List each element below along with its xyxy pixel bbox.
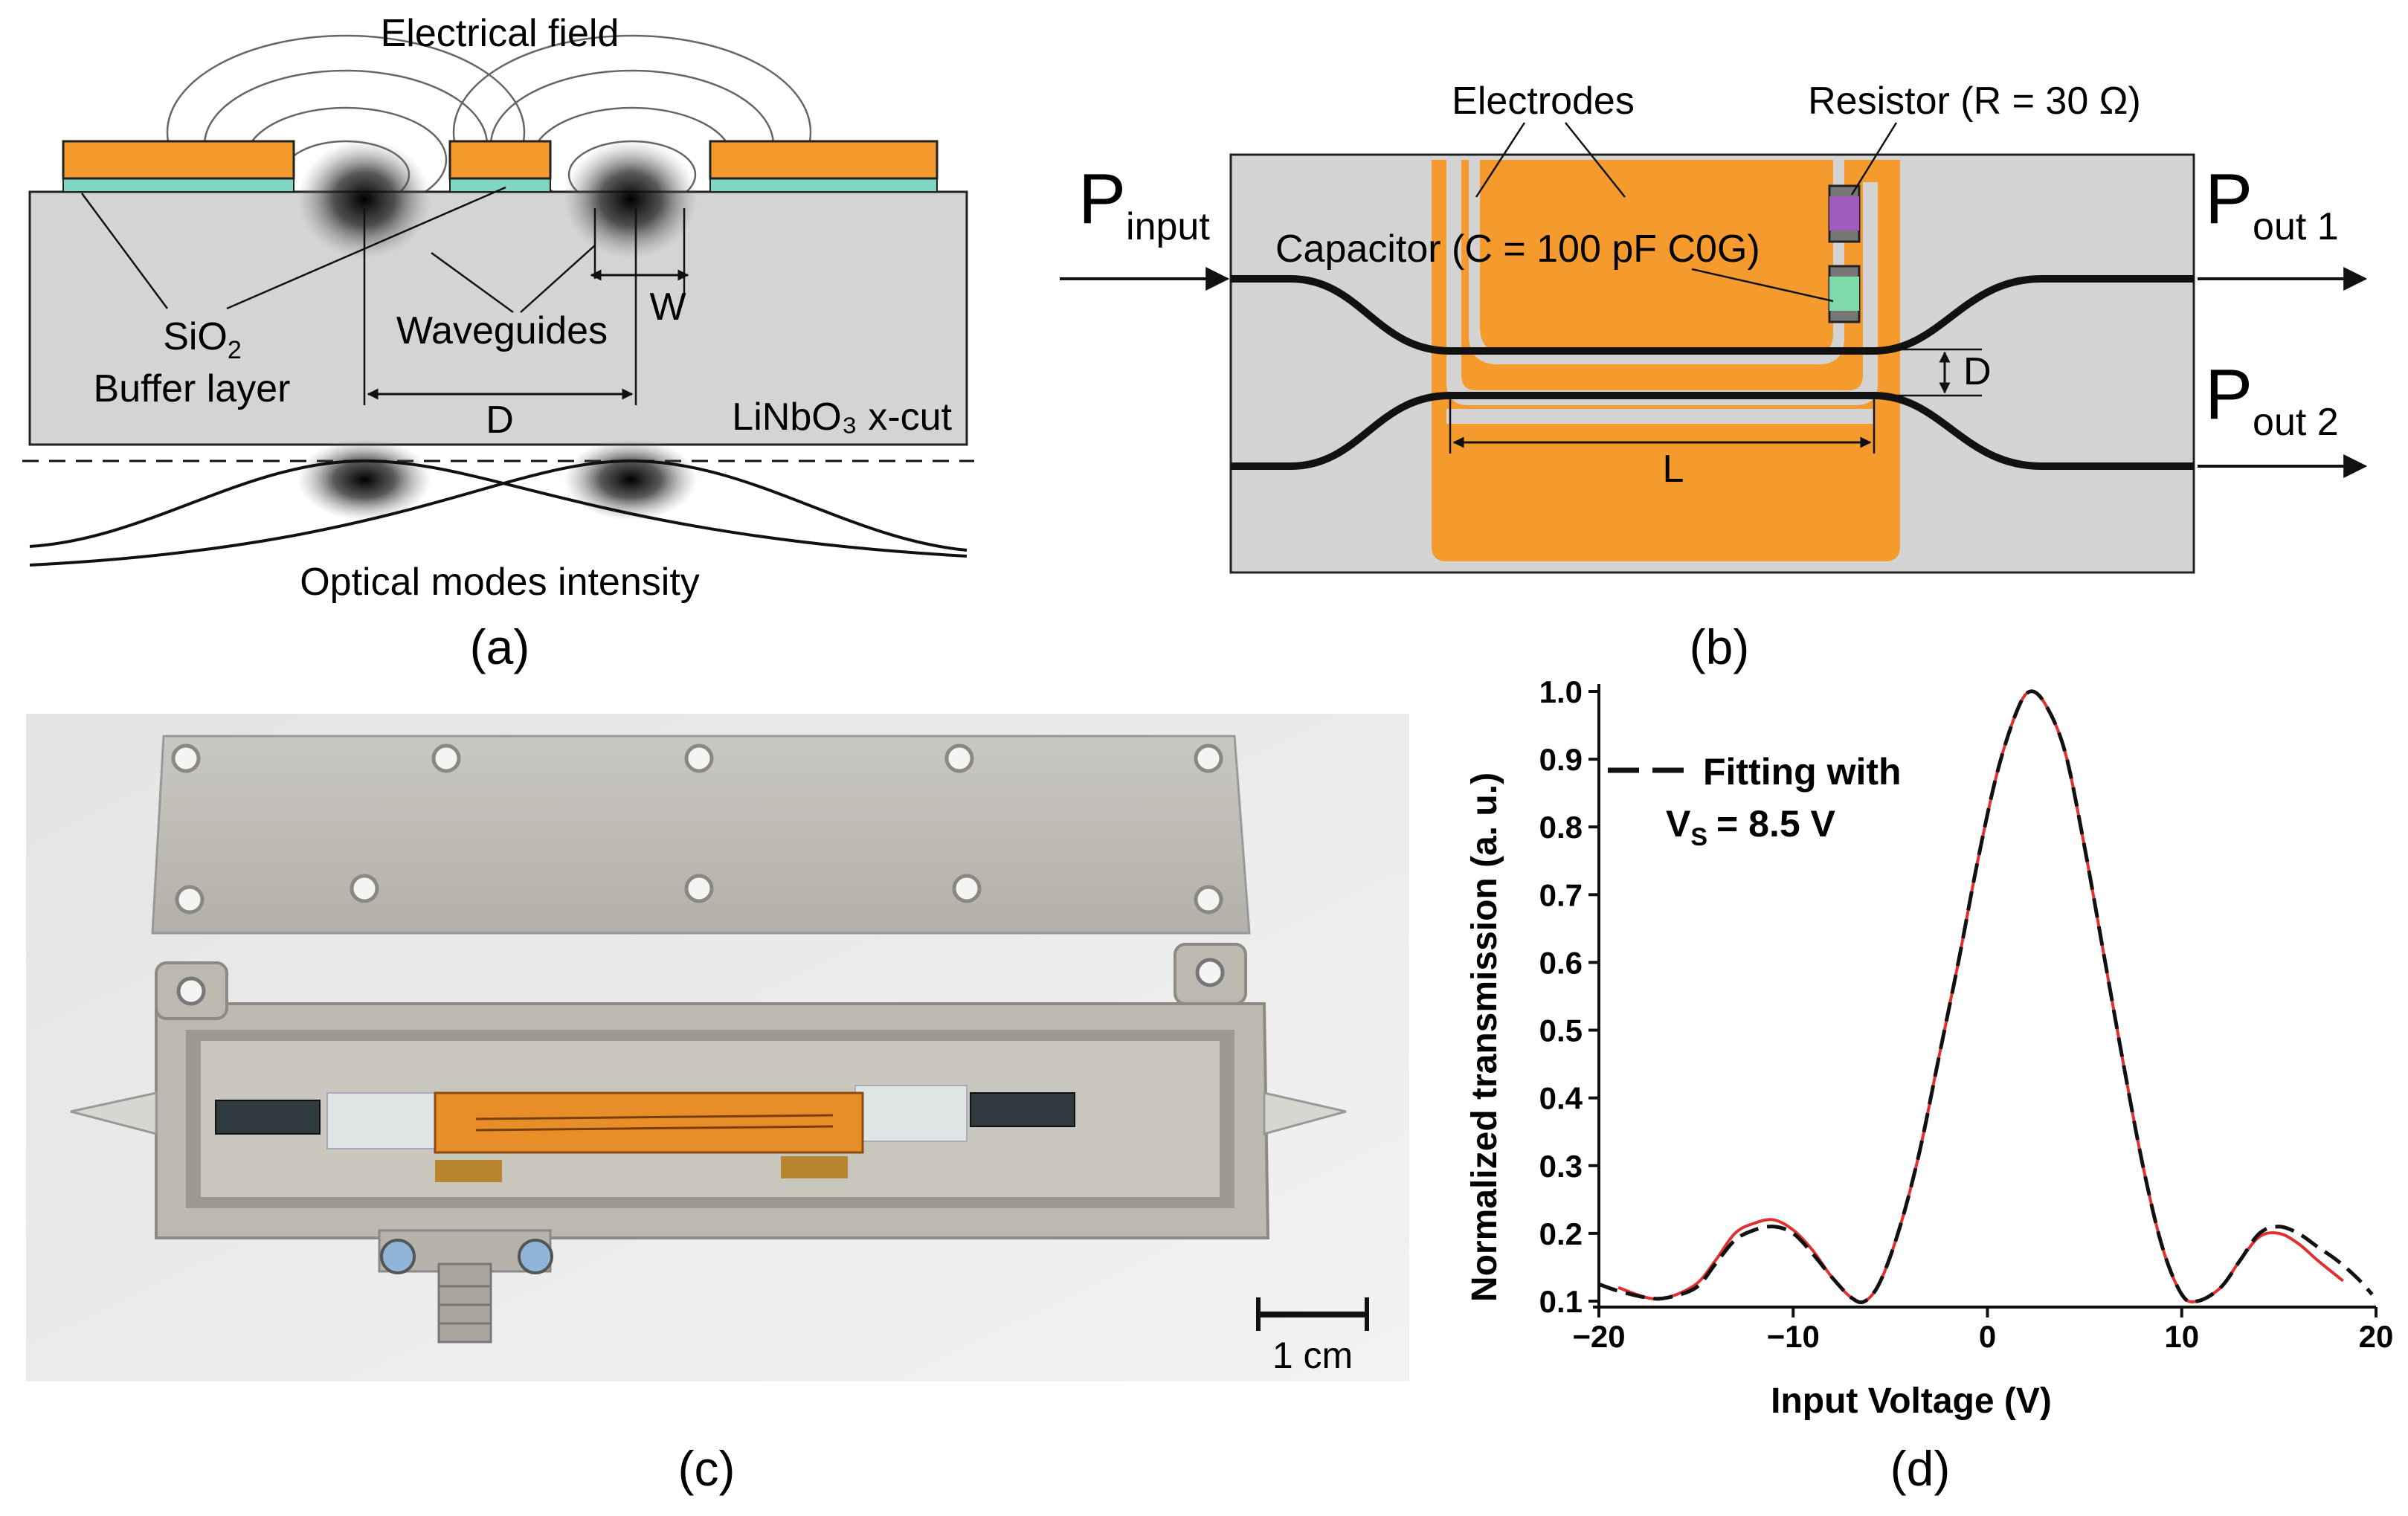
y-tick-label: 0.2 xyxy=(1539,1216,1583,1251)
p-out2: P xyxy=(2205,355,2253,434)
electrical-field-label: Electrical field xyxy=(381,12,619,55)
y-tick-label: 0.8 xyxy=(1539,810,1583,845)
sio2-subscript: 2 xyxy=(228,336,242,364)
y-tick-label: 0.1 xyxy=(1539,1284,1583,1319)
panel-d-label: (d) xyxy=(1890,1441,1951,1496)
p-out1: P xyxy=(2205,159,2253,239)
d-label-a: D xyxy=(486,399,514,442)
fiber-boot-left xyxy=(70,1091,158,1135)
fiber-boot-right xyxy=(1263,1091,1347,1135)
x-tick-label: 10 xyxy=(2164,1319,2199,1354)
vs-value: = 8.5 V xyxy=(1716,803,1835,845)
electrode-left xyxy=(62,140,295,180)
d-label-b: D xyxy=(1963,350,1992,393)
scale-bar-label: 1 cm xyxy=(1272,1335,1353,1376)
vs-subscript: S xyxy=(1690,823,1707,851)
y-tick-label: 0.7 xyxy=(1539,877,1583,912)
panel-c-label: (c) xyxy=(678,1441,735,1496)
panel-c: 1 cm (c) xyxy=(26,714,1409,1496)
fiber-connector-right xyxy=(970,1092,1075,1127)
y-tick-label: 0.4 xyxy=(1539,1081,1583,1116)
svg-text:Pinput: Pinput xyxy=(1078,159,1210,248)
svg-text:VS= 8.5 V: VS = 8.5 V xyxy=(1666,803,1836,851)
w-label: W xyxy=(649,286,686,329)
p-input: P xyxy=(1078,159,1126,239)
input-subscript: input xyxy=(1126,205,1210,248)
svg-text:Pout 1: Pout 1 xyxy=(2205,159,2339,248)
legend-text: Fitting with xyxy=(1703,751,1902,793)
electrode-right xyxy=(709,140,939,180)
chart-plot: 0.1 0.2 0.3 0.4 0.5 0.6 0.7 0.8 0.9 1.0 −20 −10 0 10 2… xyxy=(1539,674,2394,1354)
waveguides-label: Waveguides xyxy=(396,309,608,352)
panel-b-label: (b) xyxy=(1690,619,1750,674)
x-tick-label: 20 xyxy=(2359,1319,2394,1354)
mode-curve-right xyxy=(29,459,968,567)
mode-left xyxy=(297,140,431,259)
svg-text:SiO2: SiO2 xyxy=(163,315,242,364)
y-axis-label: Normalized transmission (a. u.) xyxy=(1465,772,1504,1302)
resistor-label: Resistor (R = 30 Ω) xyxy=(1808,80,2141,123)
optical-modes-label: Optical modes intensity xyxy=(300,561,700,604)
electrodes-label: Electrodes xyxy=(1452,80,1635,123)
x-tick-label: 0 xyxy=(1979,1319,1996,1354)
resistor xyxy=(1829,196,1859,230)
x-axis-label: Input Voltage (V) xyxy=(1771,1381,2052,1421)
x-tick-label: −20 xyxy=(1572,1319,1625,1354)
series-fit-line xyxy=(1598,689,2374,1305)
vs-symbol: V xyxy=(1666,803,1691,845)
out2-subscript: out 2 xyxy=(2253,401,2339,444)
lid-screw-holes xyxy=(171,744,1223,915)
y-tick-label: 0.6 xyxy=(1539,945,1583,980)
mode-right xyxy=(564,140,698,259)
svg-text:Pout 2: Pout 2 xyxy=(2205,355,2339,444)
electrode-center xyxy=(448,140,552,180)
l-label: L xyxy=(1663,448,1684,491)
out1-subscript: out 1 xyxy=(2253,205,2339,248)
capacitor-label: Capacitor (C = 100 pF C0G) xyxy=(1275,228,1760,271)
modulator-chip xyxy=(434,1091,864,1154)
waveguides-b xyxy=(1231,275,2194,470)
y-tick-label: 0.5 xyxy=(1539,1013,1583,1048)
y-tick-label: 0.9 xyxy=(1539,742,1583,777)
x-tick-label: −10 xyxy=(1767,1319,1820,1354)
fiber-connector-left xyxy=(215,1100,321,1135)
sio2-label: SiO xyxy=(163,315,228,358)
y-tick-label: 0.3 xyxy=(1539,1149,1583,1184)
panel-d: 0.1 0.2 0.3 0.4 0.5 0.6 0.7 0.8 0.9 1.0 −20 −10 0 10 2… xyxy=(1465,674,2393,1496)
substrate-label: LiNbO₃ x-cut xyxy=(732,396,952,439)
y-tick-label: 1.0 xyxy=(1539,674,1583,709)
panel-b: Electrodes Resistor (R = 30 Ω) Capacitor… xyxy=(1060,80,2368,674)
panel-a-label: (a) xyxy=(470,619,530,674)
substrate xyxy=(28,190,968,446)
capacitor xyxy=(1829,277,1859,311)
mode-curve-left xyxy=(29,459,968,558)
buffer-layer-label: Buffer layer xyxy=(94,367,291,410)
sma-connector xyxy=(437,1262,492,1344)
panel-a: Electrical field SiO2 Buffer layer Waveg… xyxy=(22,12,974,674)
